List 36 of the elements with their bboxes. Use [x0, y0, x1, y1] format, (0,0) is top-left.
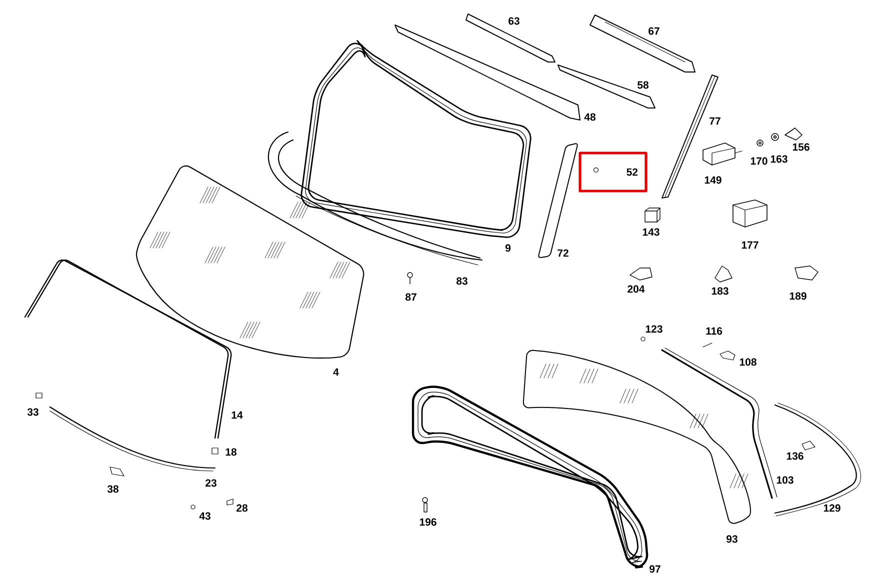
callout-number: 204 [628, 285, 645, 293]
callout-number: 93 [726, 535, 738, 543]
callout-number: 48 [584, 113, 596, 121]
callout-number: 129 [824, 504, 840, 512]
callout-number: 183 [712, 287, 728, 295]
callout-number: 9 [505, 244, 511, 252]
callout-number: 103 [776, 476, 794, 484]
callout-number: 136 [786, 452, 804, 460]
callout-number: 87 [406, 293, 416, 301]
callout-number: 108 [740, 358, 756, 366]
callout-number: 189 [790, 292, 806, 300]
callout-number: 116 [706, 327, 722, 335]
callout-number: 23 [206, 479, 216, 487]
callout-number: 72 [558, 249, 568, 257]
callout-number: 58 [638, 81, 648, 89]
callout-number: 149 [704, 176, 722, 184]
callout-number: 177 [742, 241, 758, 249]
callout-number: 38 [107, 485, 118, 493]
callout-number: 196 [420, 518, 436, 526]
callout-number: 97 [650, 565, 660, 573]
callout-number: 83 [456, 277, 468, 285]
callout-number: 163 [770, 155, 788, 163]
callout-number: 123 [646, 325, 662, 333]
callout-number: 156 [792, 143, 810, 151]
callout-number: 143 [642, 228, 660, 236]
callout-number: 4 [333, 368, 339, 376]
callout-number: 43 [199, 512, 210, 520]
callout-number: 77 [710, 117, 720, 125]
callout-number: 63 [508, 17, 520, 25]
callout-number: 67 [648, 27, 660, 35]
callout-number: 28 [236, 504, 248, 512]
callout-number: 18 [226, 448, 236, 456]
callout-number: 14 [232, 411, 243, 419]
callout-number: 33 [27, 408, 38, 416]
highlight-box: 52 [578, 152, 648, 192]
callout-number: 170 [750, 157, 768, 165]
